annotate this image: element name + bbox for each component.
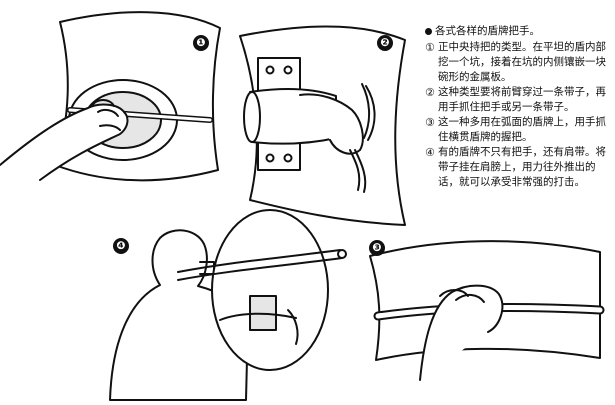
note-item-4: ④ 有的盾牌不只有把手，还有肩带。将带子挂在肩膀上，用力往外推出的话，就可以承受… [425, 145, 613, 190]
panel-number-2: ❷ [377, 35, 393, 51]
note-item-3: ③ 这一种多用在弧面的盾牌上，用手抓住横贯盾牌的握把。 [425, 115, 613, 145]
bullet-icon [425, 28, 432, 35]
note-mark-3: ③ [425, 115, 438, 145]
note-mark-2: ② [425, 85, 438, 115]
note-text-4: 有的盾牌不只有把手，还有肩带。将带子挂在肩膀上，用力往外推出的话，就可以承受非常… [438, 145, 613, 190]
panel-number-4: ❹ [113, 238, 129, 254]
note-text-3: 这一种多用在弧面的盾牌上，用手抓住横贯盾牌的握把。 [438, 115, 613, 145]
note-text-2: 这种类型要将前臂穿过一条带子，再用手抓住把手或另一条带子。 [438, 85, 613, 115]
notes-heading-text: 各式各样的盾牌把手。 [435, 24, 540, 39]
notes-heading: 各式各样的盾牌把手。 [425, 24, 613, 39]
note-item-2: ② 这种类型要将前臂穿过一条带子，再用手抓住把手或另一条带子。 [425, 85, 613, 115]
note-text-1: 正中央持把的类型。在平坦的盾内部挖一个坑，接着在坑的内侧镶嵌一块碗形的金属板。 [438, 40, 613, 85]
panel-4-illustration [110, 210, 346, 400]
note-mark-1: ① [425, 40, 438, 85]
note-item-1: ① 正中央持把的类型。在平坦的盾内部挖一个坑，接着在坑的内侧镶嵌一块碗形的金属板… [425, 40, 613, 85]
panel-2-illustration [240, 26, 405, 225]
note-mark-4: ④ [425, 145, 438, 190]
panel-3-illustration [370, 241, 600, 380]
panel-1-illustration [0, 12, 220, 180]
notes-block: 各式各样的盾牌把手。 ① 正中央持把的类型。在平坦的盾内部挖一个坑，接着在坑的内… [425, 24, 613, 190]
panel-number-1: ❶ [193, 35, 209, 51]
panel-number-3: ❸ [369, 240, 385, 256]
